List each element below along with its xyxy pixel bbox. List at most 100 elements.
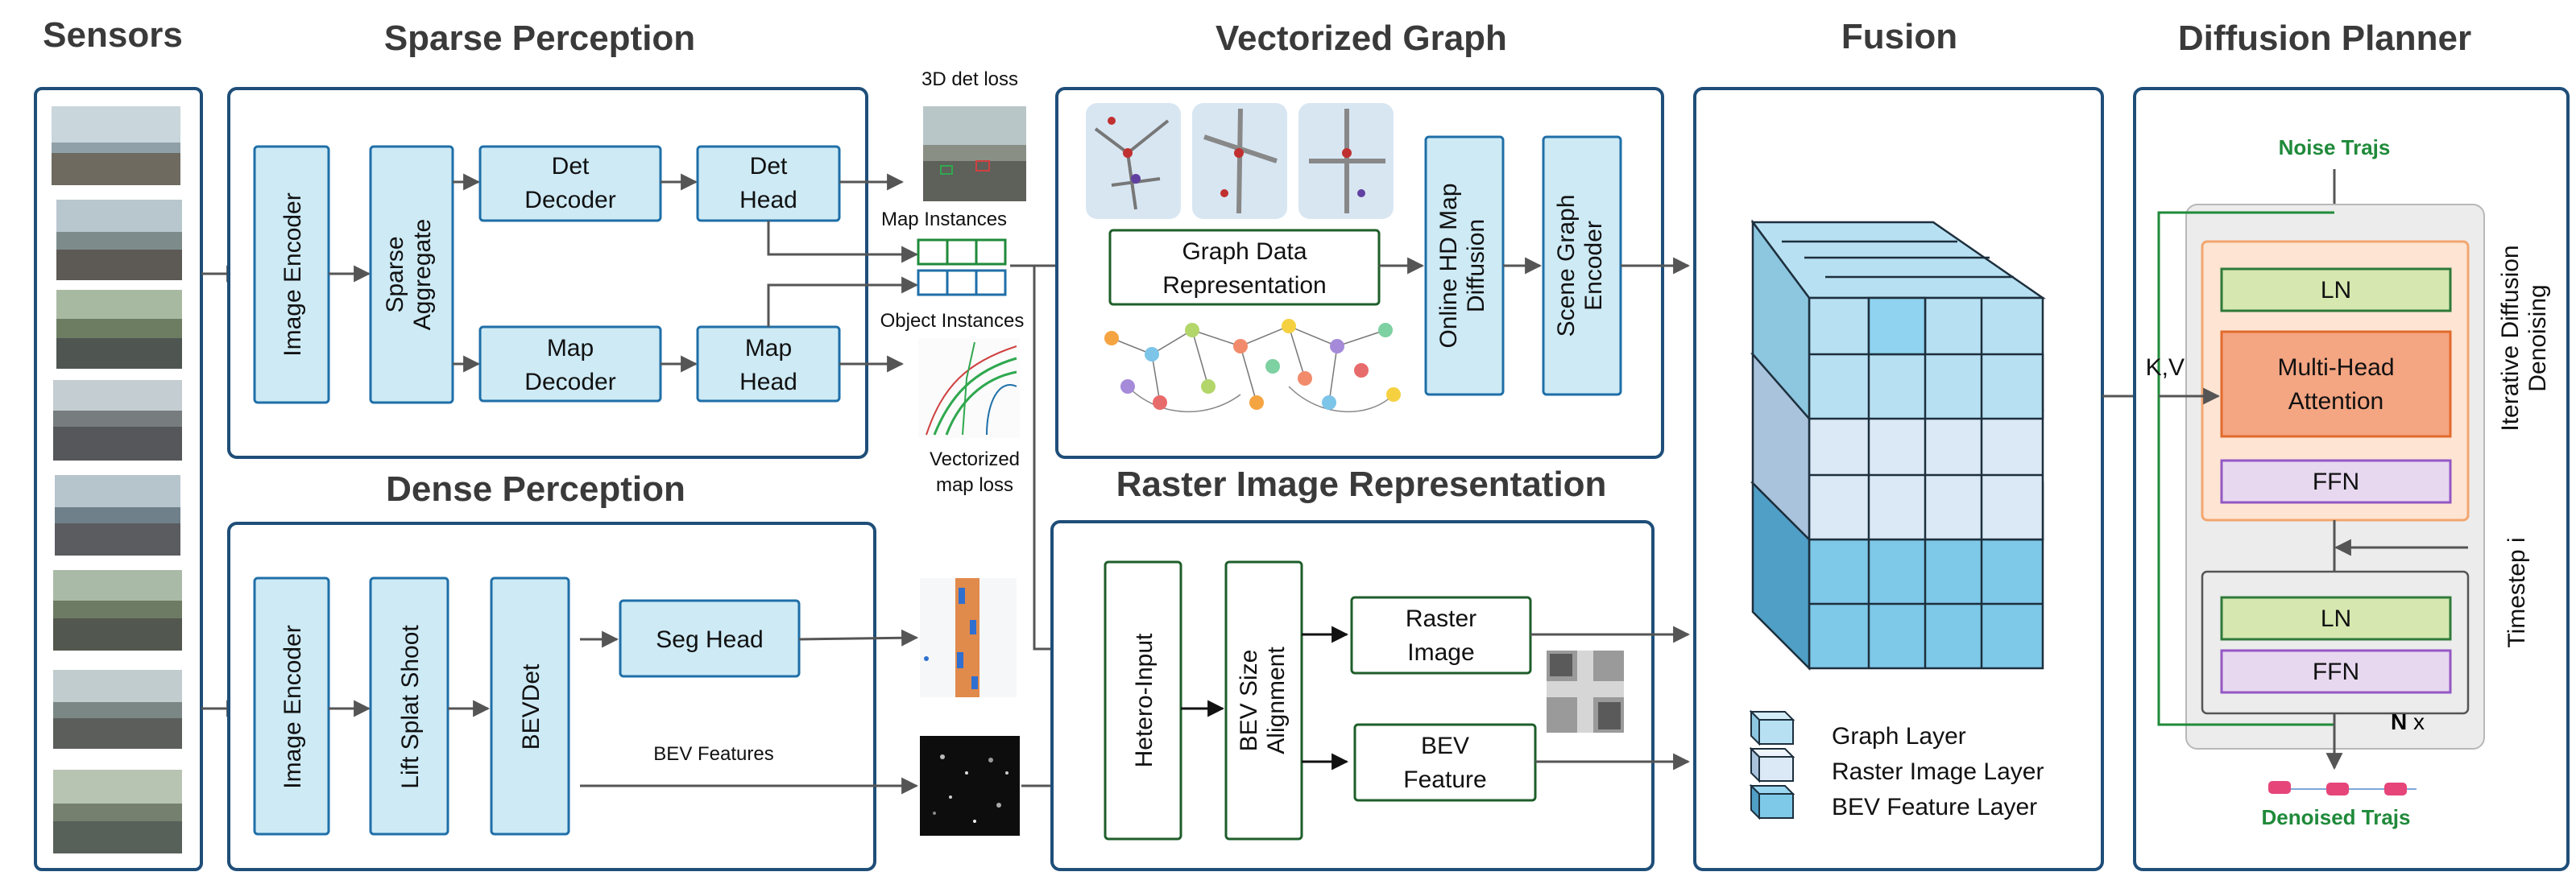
bev-size-label-1: BEV Size <box>1236 650 1262 752</box>
timestep-label: Timestep i <box>2504 537 2530 647</box>
raster-thumbnail <box>1547 651 1624 733</box>
graph-thumbnail <box>1086 103 1181 219</box>
segmentation-map-image <box>920 578 1017 697</box>
fusion-legend: Graph Layer Raster Image Layer BEV Featu… <box>1749 709 2044 820</box>
raster-image-label-2: Image <box>1407 639 1474 666</box>
ln-bottom-label: LN <box>2321 605 2351 632</box>
det-decoder-box: Det Decoder <box>478 145 662 222</box>
online-hd-map-label-2: Diffusion <box>1463 219 1489 312</box>
denoising-loop-line <box>2157 211 2334 726</box>
graph-thumbnail <box>1298 103 1394 219</box>
map-head-label-1: Map <box>745 335 792 362</box>
diffusion-planner-title: Diffusion Planner <box>2178 19 2471 58</box>
map-instances-grid <box>917 238 1007 296</box>
map-decoder-box: Map Decoder <box>478 325 662 403</box>
sensors-title: Sensors <box>43 15 183 55</box>
camera-image <box>53 770 182 853</box>
sparse-image-encoder-label: Image Encoder <box>280 192 306 356</box>
camera-image <box>52 106 180 185</box>
legend-item-graph-layer: Graph Layer <box>1749 709 1966 750</box>
lift-splat-shoot-label: Lift Splat Shoot <box>397 625 424 789</box>
sparse-aggregate-label-1: Sparse <box>382 236 408 312</box>
seg-head-label: Seg Head <box>656 626 763 653</box>
bevdet-label: BEVDet <box>518 663 545 750</box>
camera-image <box>53 670 182 749</box>
ffn-block: LN FFN <box>2201 570 2470 715</box>
ffn-bottom-label: FFN <box>2313 659 2359 685</box>
mha-label-1: Multi-Head <box>2277 354 2394 381</box>
scene-graph-label-1: Scene Graph <box>1553 195 1580 337</box>
det-head-box: Det Head <box>696 145 841 222</box>
sparse-aggregate-label-2: Aggregate <box>409 219 436 330</box>
det-loss-image <box>923 106 1026 201</box>
scene-graph-encoder-box: Scene Graph Encoder <box>1542 135 1622 396</box>
dense-image-encoder-box: Image Encoder <box>253 576 330 836</box>
legend-bev-layer-label: BEV Feature Layer <box>1832 794 2037 820</box>
hetero-input-label: Hetero-Input <box>1131 633 1158 767</box>
map-head-label-2: Head <box>739 369 797 395</box>
fusion-title: Fusion <box>1841 17 1957 56</box>
noise-trajs-label: Noise Trajs <box>2279 135 2391 159</box>
legend-graph-layer-label: Graph Layer <box>1832 723 1966 750</box>
attention-block: LN Multi-Head Attention FFN <box>2201 240 2470 522</box>
map-decoder-label-1: Map <box>547 335 594 362</box>
det-loss-label: 3D det loss <box>921 68 1018 90</box>
arrow-det-head-map-instances <box>767 221 919 263</box>
iterative-denoising-label-1: Iterative Diffusion <box>2497 245 2524 431</box>
raster-image-box: Raster Image <box>1350 596 1532 675</box>
camera-image <box>53 570 182 651</box>
legend-item-raster-layer: Raster Image Layer <box>1749 746 2044 785</box>
nx-label: N x <box>2391 709 2425 734</box>
raster-representation-title: Raster Image Representation <box>1116 465 1607 504</box>
raster-image-label-1: Raster <box>1406 605 1476 632</box>
bev-features-label: BEV Features <box>653 743 773 765</box>
ffn-top-label: FFN <box>2313 469 2359 495</box>
graph-data-representation-box: Graph Data Representation <box>1108 229 1381 306</box>
bev-size-label-2: Alignment <box>1263 647 1290 754</box>
ln-top-box <box>2220 267 2452 312</box>
sparse-image-encoder-box: Image Encoder <box>253 145 330 404</box>
graph-data-label-1: Graph Data <box>1182 238 1307 265</box>
bev-feature-box: BEV Feature <box>1353 723 1537 802</box>
map-head-box: Map Head <box>696 325 841 403</box>
mha-label-2: Attention <box>2288 388 2383 415</box>
vectorized-map-loss-label-2: map loss <box>936 474 1013 496</box>
ln-top-label: LN <box>2321 277 2351 304</box>
scene-graph-label-2: Encoder <box>1580 221 1607 311</box>
bev-feature-label-2: Feature <box>1403 766 1486 793</box>
camera-image <box>56 200 182 280</box>
sparse-perception-title: Sparse Perception <box>384 19 695 58</box>
denoised-trajs-label: Denoised Trajs <box>2262 805 2411 829</box>
iterative-denoising-label-2: Denoising <box>2524 284 2551 391</box>
det-head-label-2: Head <box>739 187 797 213</box>
legend-raster-layer-label: Raster Image Layer <box>1832 758 2044 785</box>
camera-image <box>53 380 182 461</box>
ffn-bottom-box <box>2220 649 2452 694</box>
lift-splat-shoot-box: Lift Splat Shoot <box>369 576 449 836</box>
camera-image <box>55 475 180 556</box>
denoised-trajectory-cars <box>2268 781 2417 795</box>
dense-image-encoder-label: Image Encoder <box>280 625 306 788</box>
ffn-top-box <box>2220 459 2452 504</box>
legend-item-bev-layer: BEV Feature Layer <box>1749 783 2037 820</box>
bev-size-alignment-box: BEV Size Alignment <box>1224 560 1303 841</box>
ln-bottom-box <box>2220 596 2452 641</box>
graph-thumbnails <box>1086 103 1394 219</box>
online-hd-map-diffusion-box: Online HD Map Diffusion <box>1424 135 1505 396</box>
det-decoder-label-2: Decoder <box>524 187 615 213</box>
camera-image <box>56 290 182 369</box>
sparse-aggregate-box: Sparse Aggregate <box>369 145 454 404</box>
graph-thumbnail <box>1192 103 1287 219</box>
det-decoder-label-1: Det <box>552 153 590 180</box>
online-hd-map-label-1: Online HD Map <box>1435 183 1462 348</box>
dense-perception-title: Dense Perception <box>386 469 685 509</box>
graph-network-visual <box>1104 319 1401 413</box>
map-instances-label: Map Instances <box>881 209 1007 230</box>
vectorized-graph-title: Vectorized Graph <box>1216 19 1507 58</box>
kv-label: K,V <box>2146 354 2185 381</box>
multi-head-attention-box <box>2220 330 2452 438</box>
map-decoder-label-2: Decoder <box>524 369 615 395</box>
bev-features-image <box>920 736 1020 836</box>
graph-data-label-2: Representation <box>1162 272 1326 299</box>
vectorized-map-loss-label-1: Vectorized <box>930 448 1020 470</box>
